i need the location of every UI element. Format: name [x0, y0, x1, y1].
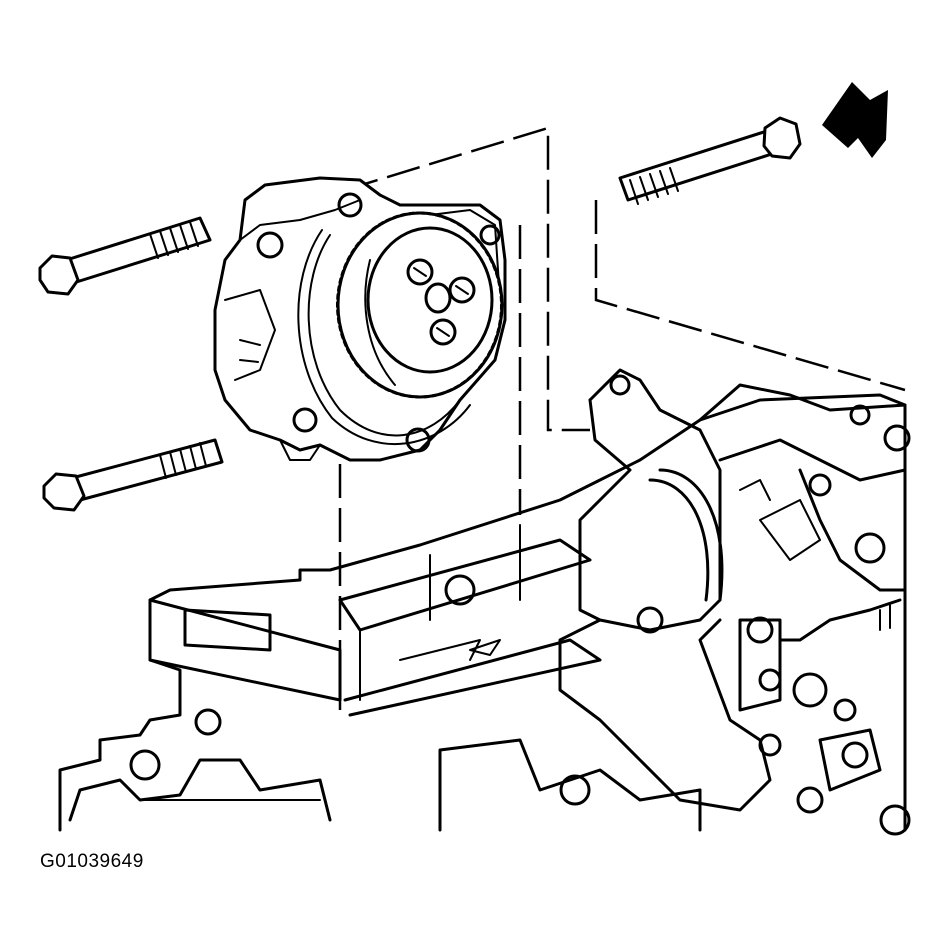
bolt-upper-left [38, 216, 212, 296]
sprocket-teeth [336, 211, 503, 399]
figure-code: G01039649 [40, 851, 144, 872]
alignment-lines [338, 126, 906, 710]
bolt-lower-left [42, 438, 224, 512]
bolt-upper-right [618, 116, 802, 205]
water-pump [213, 176, 507, 462]
front-arrow-icon [822, 82, 888, 158]
engine-block [58, 368, 911, 836]
